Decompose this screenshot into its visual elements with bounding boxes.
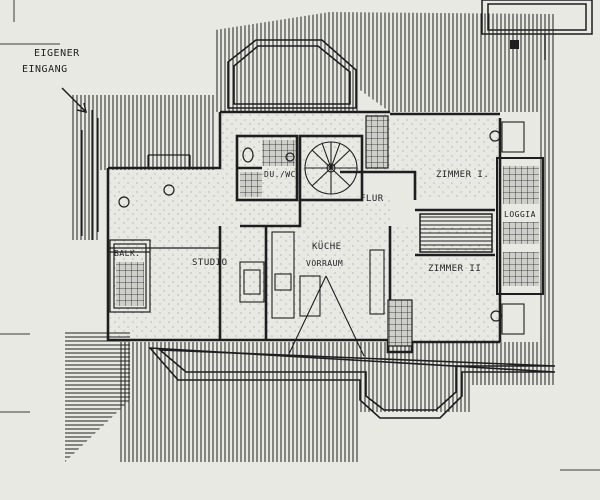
top-right-frame	[481, 0, 593, 60]
toilet-icon	[242, 147, 254, 163]
chimney-shafts	[365, 115, 493, 347]
spiral-staircase	[304, 141, 358, 195]
bathroom	[240, 140, 295, 197]
dormer-outlines	[148, 39, 556, 419]
label-eingang: EINGANG	[22, 64, 68, 75]
label-loggia: LOGGIA	[504, 210, 536, 219]
sink-icon	[285, 152, 295, 162]
kitchen-fixtures	[239, 231, 385, 357]
loggia	[496, 40, 544, 335]
label-flur: FLUR	[360, 194, 384, 204]
label-kueche: KÜCHE	[312, 242, 342, 252]
label-zimmer-2: ZIMMER II	[428, 264, 482, 274]
label-vorraum: VORRAUM	[306, 259, 344, 268]
entrance-arrow-icon	[61, 87, 87, 113]
inner-lines	[81, 110, 220, 313]
label-studio: STUDIO	[192, 258, 228, 268]
posts	[118, 130, 502, 322]
label-eigener: EIGENER	[34, 48, 80, 59]
label-balk: BALK.	[114, 249, 141, 258]
label-du-wc: DU./WC	[264, 170, 296, 179]
balcony-floor	[116, 262, 144, 306]
label-zimmer-1: ZIMMER I.	[436, 170, 490, 180]
vent-icon	[510, 40, 519, 49]
construction-lines	[0, 0, 600, 471]
